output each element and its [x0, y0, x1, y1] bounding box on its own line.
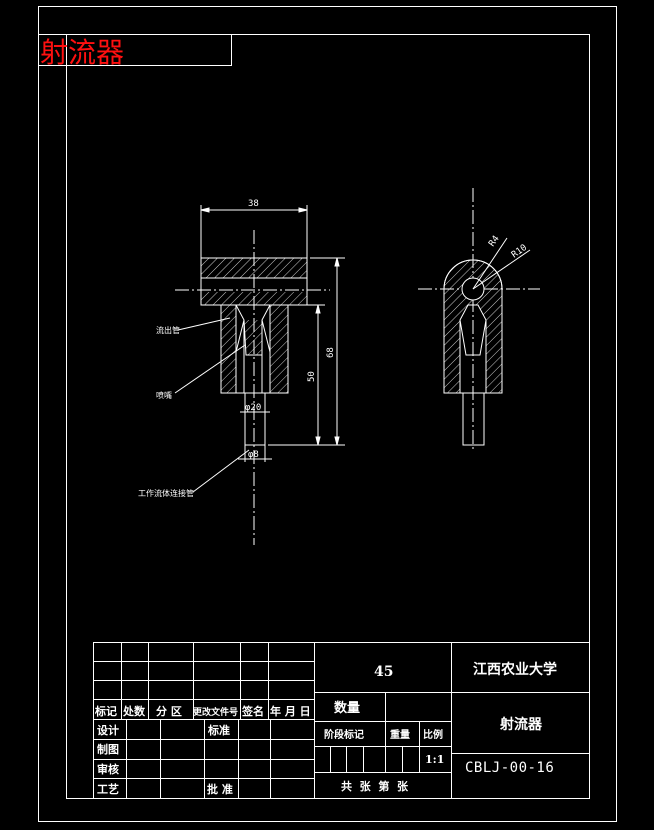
label-outlet-pipe: 流出管 — [156, 325, 180, 335]
tb-quantity-label: 数量 — [334, 700, 360, 716]
tb-weight: 重量 — [390, 728, 410, 741]
tb-school: 江西农业大学 — [473, 661, 557, 678]
dim-dia-20: φ20 — [245, 403, 261, 413]
dim-height-68: 68 — [326, 347, 336, 358]
title-block — [93, 642, 590, 799]
title-tab-text: 射流器 — [40, 36, 124, 69]
tb-scale: 1:1 — [425, 753, 444, 766]
label-nozzle: 喷嘴 — [156, 390, 172, 400]
tb-rev-date: 年 月 日 — [270, 704, 311, 718]
label-fluid-pipe: 工作流体连接管 — [138, 488, 194, 498]
dim-height-50: 50 — [307, 371, 317, 382]
tb-standardize: 标准 — [207, 723, 230, 737]
tb-rev-doc: 更改文件号 — [193, 706, 238, 718]
tb-part-name: 射流器 — [499, 716, 543, 733]
side-view — [418, 188, 540, 450]
tb-sheets: 共 张 第 张 — [341, 779, 409, 793]
tb-rev-zone: 分 区 — [156, 704, 182, 718]
tb-ratio: 比例 — [423, 728, 443, 741]
tb-drawing: 制图 — [97, 742, 119, 756]
dim-radius-r10: R10 — [510, 243, 529, 261]
tb-stage-mark: 阶段标记 — [324, 728, 364, 741]
tb-material: 45 — [374, 664, 393, 680]
tb-approve: 批 准 — [207, 782, 233, 796]
tb-rev-mark: 标记 — [94, 704, 117, 718]
outer-border — [38, 6, 617, 822]
tb-rev-count: 处数 — [122, 704, 146, 718]
front-view — [174, 205, 345, 545]
tb-drawing-no: CBLJ-00-16 — [465, 760, 554, 776]
dim-radius-r4: R4 — [487, 234, 501, 249]
tb-review: 审核 — [97, 762, 119, 776]
title-tab: 射流器 — [38, 34, 232, 69]
inner-frame — [66, 34, 590, 799]
dim-width-38: 38 — [248, 199, 259, 209]
tb-design: 设计 — [97, 723, 119, 737]
tb-process: 工艺 — [97, 782, 119, 796]
dim-dia-8: φ8 — [248, 450, 259, 460]
tb-rev-sign: 签名 — [241, 704, 264, 718]
